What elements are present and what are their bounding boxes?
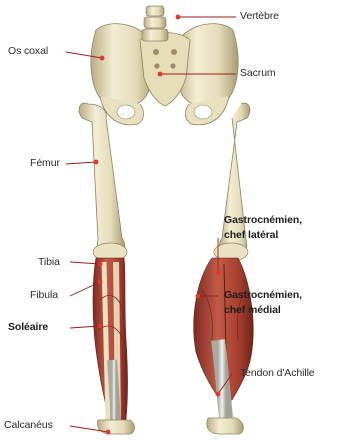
- label-gastrocnemien-medial-2: chef médial: [224, 304, 281, 317]
- vertebrae: [142, 6, 168, 41]
- label-vertebre: Vertèbre: [240, 10, 279, 23]
- label-gastrocnemien-lateral-1: Gastrocnémien,: [224, 214, 302, 227]
- label-sacrum: Sacrum: [240, 67, 276, 80]
- label-tendon-achille: Tendon d'Achille: [240, 367, 315, 380]
- label-tibia: Tibia: [38, 256, 60, 269]
- right-lower-leg: [194, 258, 254, 434]
- label-gastrocnemien-lateral-2: chef latéral: [224, 229, 278, 242]
- left-lower-leg: [93, 258, 135, 434]
- label-femur: Fémur: [30, 157, 60, 170]
- label-fibula: Fibula: [30, 289, 58, 302]
- label-soleaire: Soléaire: [8, 321, 48, 334]
- label-os-coxal: Os coxal: [8, 45, 48, 58]
- label-gastrocnemien-medial-1: Gastrocnémien,: [224, 289, 302, 302]
- label-calcaneus: Calcanéus: [4, 419, 53, 432]
